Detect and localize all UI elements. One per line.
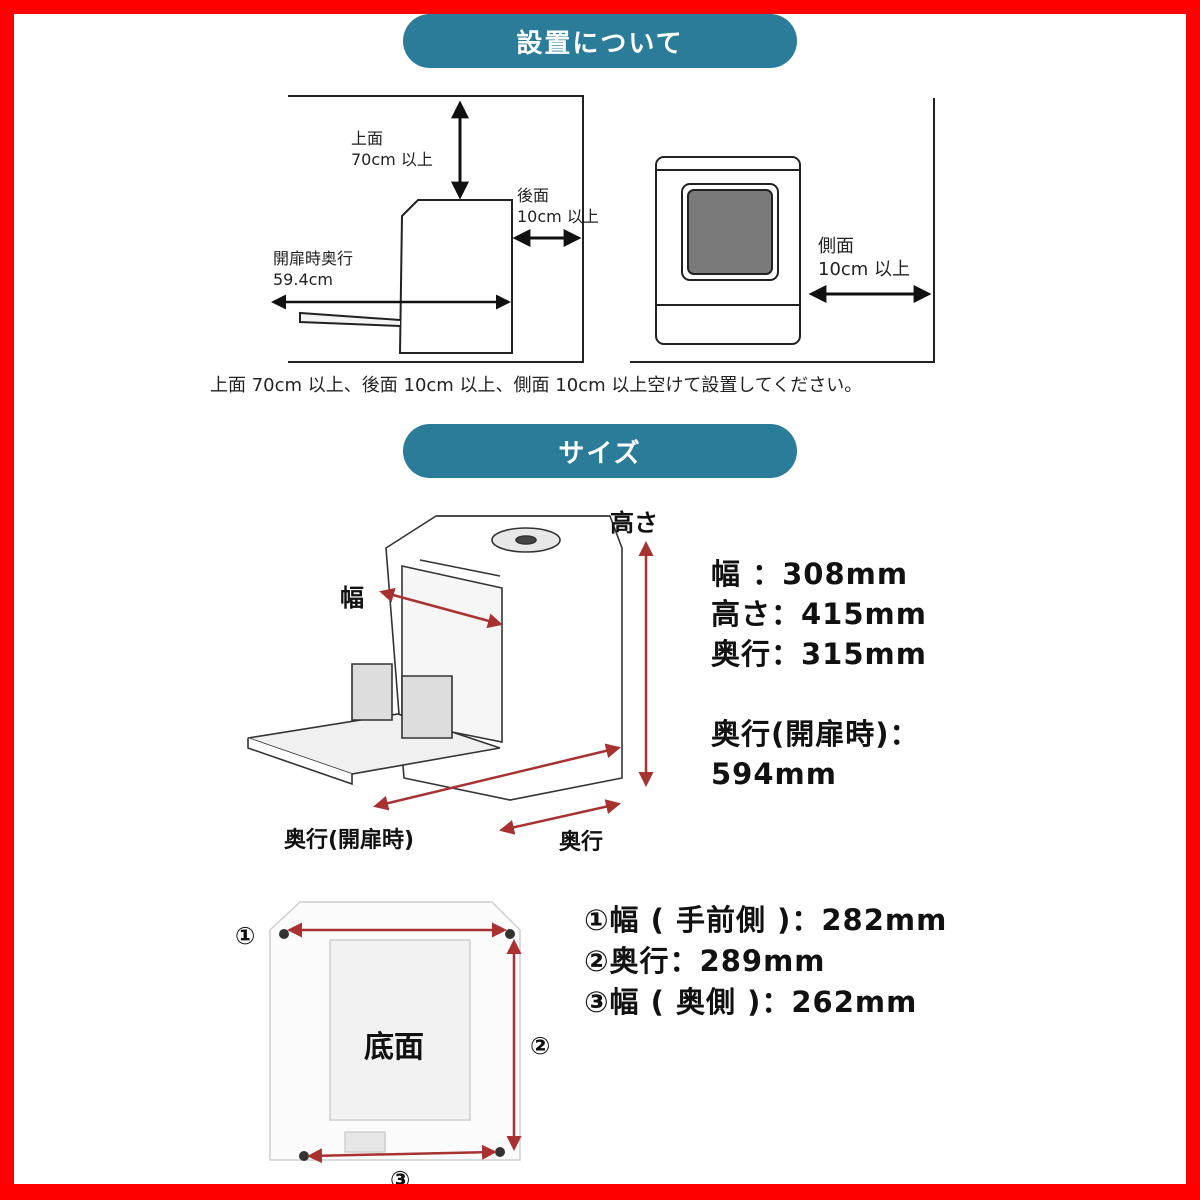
open-label: 開扉時奥行 bbox=[273, 249, 354, 268]
foot-2 bbox=[505, 929, 515, 939]
bottom-spec-front-width: ①幅 ( 手前側 )：282mm bbox=[584, 903, 948, 937]
back-value: 10cm 以上 bbox=[517, 207, 599, 226]
size-spec-depth: 奥行：315mm bbox=[711, 637, 927, 671]
bottom-view-machine bbox=[269, 901, 521, 1161]
bottom-label: 底面 bbox=[364, 1030, 424, 1065]
size-header: サイズ bbox=[403, 424, 797, 478]
size-spec-width: 幅 ：308mm bbox=[711, 557, 909, 591]
height-label: 高さ bbox=[610, 509, 658, 537]
depth-label: 奥行 bbox=[559, 830, 604, 855]
bottom-spec-depth: ②奥行：289mm bbox=[584, 944, 826, 978]
top-value: 70cm 以上 bbox=[351, 150, 433, 169]
install-note: 上面 70cm 以上、後面 10cm 以上、側面 10cm 以上空けて設置してく… bbox=[210, 375, 863, 396]
install-header: 設置について bbox=[403, 14, 797, 68]
back-width-arrow bbox=[307, 1144, 497, 1164]
depth-open-label: 奥行(開扉時) bbox=[284, 828, 415, 853]
open-value: 59.4cm bbox=[273, 270, 334, 289]
side-value: 10cm 以上 bbox=[818, 259, 911, 280]
marker-3: ③ bbox=[390, 1166, 411, 1194]
size-spec-open-title: 奥行(開扉時)： bbox=[711, 717, 920, 751]
side-view-machine bbox=[299, 199, 513, 354]
top-label: 上面 bbox=[351, 129, 384, 148]
width-label: 幅 bbox=[340, 584, 364, 612]
front-view-machine bbox=[655, 156, 801, 345]
width-arrow bbox=[379, 587, 503, 629]
iso-machine bbox=[247, 515, 623, 801]
size-spec-height: 高さ：415mm bbox=[711, 597, 927, 631]
foot-1 bbox=[279, 929, 289, 939]
depth-arrow bbox=[499, 799, 621, 835]
foot-3 bbox=[299, 1151, 309, 1161]
depth-open-arrow bbox=[373, 743, 621, 811]
bottom-spec-back-width: ③幅 ( 奥側 )：262mm bbox=[584, 985, 918, 1019]
foot-4 bbox=[495, 1147, 505, 1157]
side-view-room bbox=[288, 95, 584, 363]
size-spec-open-value: 594mm bbox=[711, 757, 837, 791]
marker-2: ② bbox=[530, 1032, 551, 1060]
side-label: 側面 bbox=[818, 236, 854, 257]
front-view-room bbox=[630, 98, 935, 363]
marker-1: ① bbox=[235, 922, 256, 950]
back-label: 後面 bbox=[517, 186, 550, 205]
